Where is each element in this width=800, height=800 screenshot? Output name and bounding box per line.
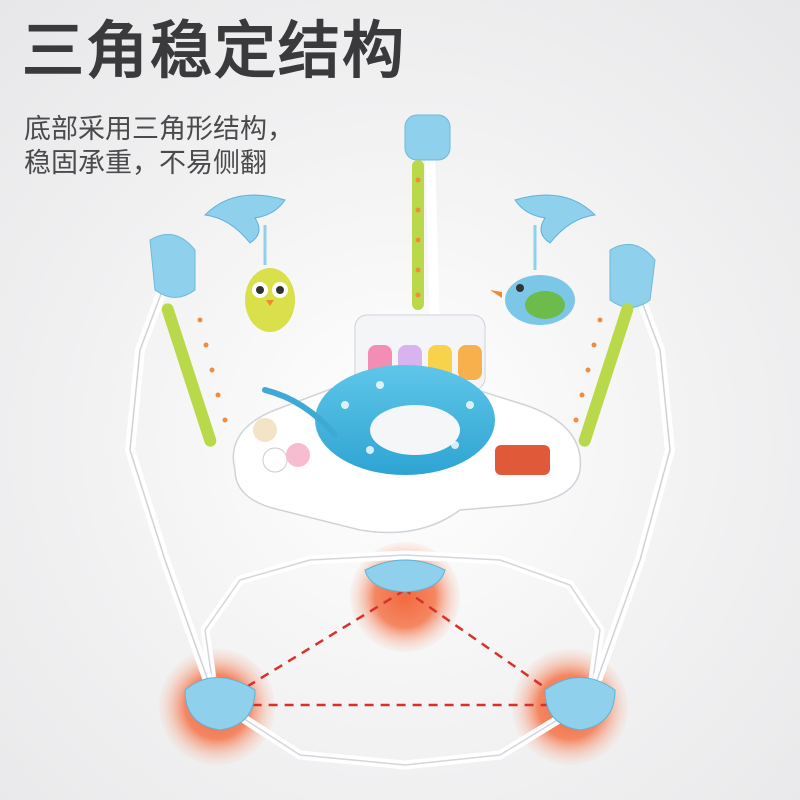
- back-joint: [404, 114, 451, 161]
- switch-toy: [495, 445, 550, 475]
- bear-rattle: [253, 418, 310, 473]
- foot-left: [184, 677, 256, 731]
- dolphin-icon-right: [514, 194, 597, 244]
- back-pole: [425, 145, 440, 335]
- description-line-2: 稳固承重，不易侧翻: [24, 148, 267, 179]
- headline: 三角稳定结构: [22, 14, 407, 87]
- foot-right: [544, 677, 616, 731]
- blue-arm: [262, 387, 338, 438]
- dolphin-icon-left: [203, 194, 286, 244]
- spring-straps: [161, 160, 634, 447]
- foot-back: [364, 559, 446, 593]
- right-joint: [609, 243, 656, 308]
- stability-triangle: [212, 588, 574, 707]
- description-line-1: 底部采用三角形结构，: [24, 114, 294, 145]
- bird-toy: [490, 275, 575, 325]
- owl-toy: [245, 268, 295, 332]
- left-joint: [149, 233, 196, 298]
